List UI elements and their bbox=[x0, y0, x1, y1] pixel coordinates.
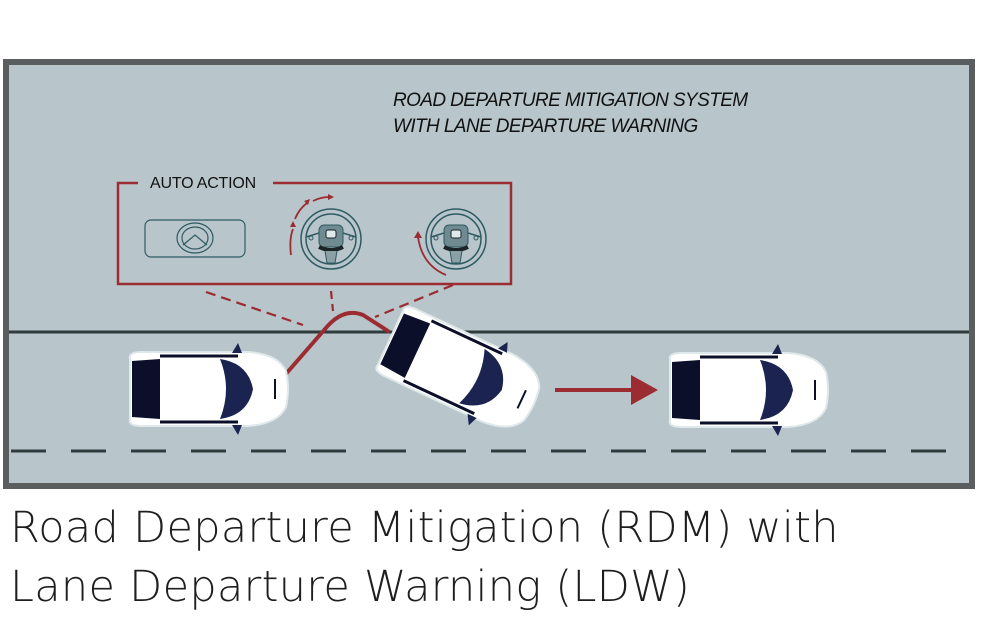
road-diagram bbox=[3, 59, 975, 489]
callout-line bbox=[329, 290, 335, 312]
system-title-line-1: ROAD DEPARTURE MITIGATION SYSTEM bbox=[393, 90, 748, 111]
auto-action-box bbox=[116, 181, 513, 286]
steering-wheel-turn-left-icon bbox=[414, 207, 488, 276]
auto-action-label: AUTO ACTION bbox=[148, 175, 262, 193]
direction-arrow bbox=[555, 375, 658, 405]
vehicle-trajectory bbox=[283, 310, 390, 377]
callout-line bbox=[205, 290, 304, 327]
caption-line-1: Road Departure Mitigation (RDM) with bbox=[10, 503, 839, 553]
system-title-line-2: WITH LANE DEPARTURE WARNING bbox=[393, 116, 698, 137]
car-drifting bbox=[128, 341, 290, 437]
caption-line-2: Lane Departure Warning (LDW) bbox=[10, 562, 691, 612]
steering-vibration-display-icon bbox=[144, 219, 246, 258]
car-in-lane bbox=[668, 342, 830, 438]
callout-line bbox=[374, 283, 454, 319]
steering-wheel-turn-right-icon bbox=[289, 194, 363, 271]
